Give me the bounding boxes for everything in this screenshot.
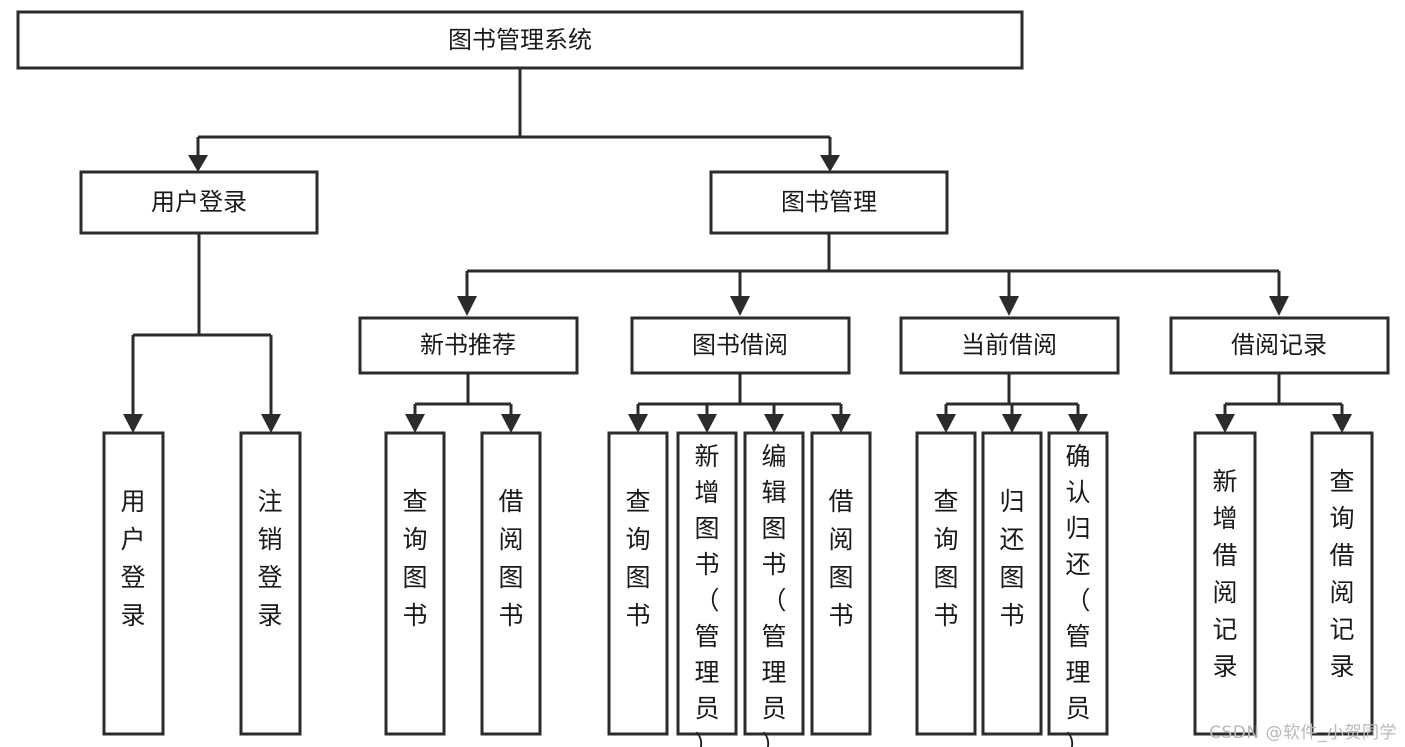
node-new-book-recommend-label: 新书推荐 [420,331,516,359]
node-book-borrow-label: 图书借阅 [692,331,788,359]
node-current-borrow[interactable]: 当前借阅 [899,316,1120,375]
leaf-borrow-book-2[interactable]: 借阅图书 [810,431,872,736]
leaf-borrow-book-1-label: 借阅图书 [498,487,523,630]
leaf-logout-label: 注销登录 [257,487,282,630]
node-root-label: 图书管理系统 [448,26,592,54]
leaf-borrow-book-2-label: 借阅图书 [828,487,853,630]
leaf-edit-book-label: 编辑图书（管理员） [761,442,786,747]
csdn-watermark: CSDN @软件_小贺同学 [1209,723,1397,743]
leaf-query-book-1[interactable]: 查询图书 [384,431,446,736]
leaf-confirm-return-label: 确认归还（管理员） [1065,442,1090,747]
leaf-query-book-2[interactable]: 查询图书 [607,431,669,736]
leaf-query-book-3[interactable]: 查询图书 [915,431,977,736]
connector-record-to-leaves [1215,373,1352,433]
connector-borrow-to-leaves [628,373,851,433]
leaf-add-book[interactable]: 新增图书（管理员） [676,431,738,747]
leaf-user-login-label: 用户登录 [120,487,145,630]
connector-current-to-leaves [936,373,1088,433]
leaf-query-book-2-label: 查询图书 [625,487,650,630]
leaf-add-borrow-record[interactable]: 新增借阅记录 [1193,431,1257,736]
leaf-query-borrow-record[interactable]: 查询借阅记录 [1310,431,1374,736]
leaf-query-borrow-record-label: 查询借阅记录 [1329,467,1354,681]
leaf-query-book-1-label: 查询图书 [402,487,427,630]
connector-newbook-to-leaves [405,373,521,433]
leaf-borrow-book-1[interactable]: 借阅图书 [480,431,542,736]
leaf-logout[interactable]: 注销登录 [239,431,302,736]
leaf-edit-book[interactable]: 编辑图书（管理员） [743,431,805,747]
connector-root-to-level2 [188,68,840,172]
leaf-confirm-return[interactable]: 确认归还（管理员） [1047,431,1109,747]
connector-userlogin-to-leaves [123,233,281,433]
node-current-borrow-label: 当前借阅 [961,331,1057,359]
node-book-management[interactable]: 图书管理 [709,170,949,235]
node-borrow-record[interactable]: 借阅记录 [1169,316,1390,375]
node-borrow-record-label: 借阅记录 [1231,331,1327,359]
leaf-user-login[interactable]: 用户登录 [102,431,165,736]
node-user-login[interactable]: 用户登录 [79,170,319,235]
node-user-login-label: 用户登录 [151,188,247,216]
leaf-return-book-label: 归还图书 [999,487,1024,630]
leaf-return-book[interactable]: 归还图书 [981,431,1043,736]
leaf-add-book-label: 新增图书（管理员） [694,442,719,747]
node-book-management-label: 图书管理 [781,188,877,216]
node-new-book-recommend[interactable]: 新书推荐 [358,316,579,375]
leaf-add-borrow-record-label: 新增借阅记录 [1212,467,1237,681]
connector-bookmgmt-to-level3 [457,233,1289,316]
node-book-borrow[interactable]: 图书借阅 [630,316,851,375]
node-root[interactable]: 图书管理系统 [16,10,1024,70]
leaf-query-book-3-label: 查询图书 [933,487,958,630]
